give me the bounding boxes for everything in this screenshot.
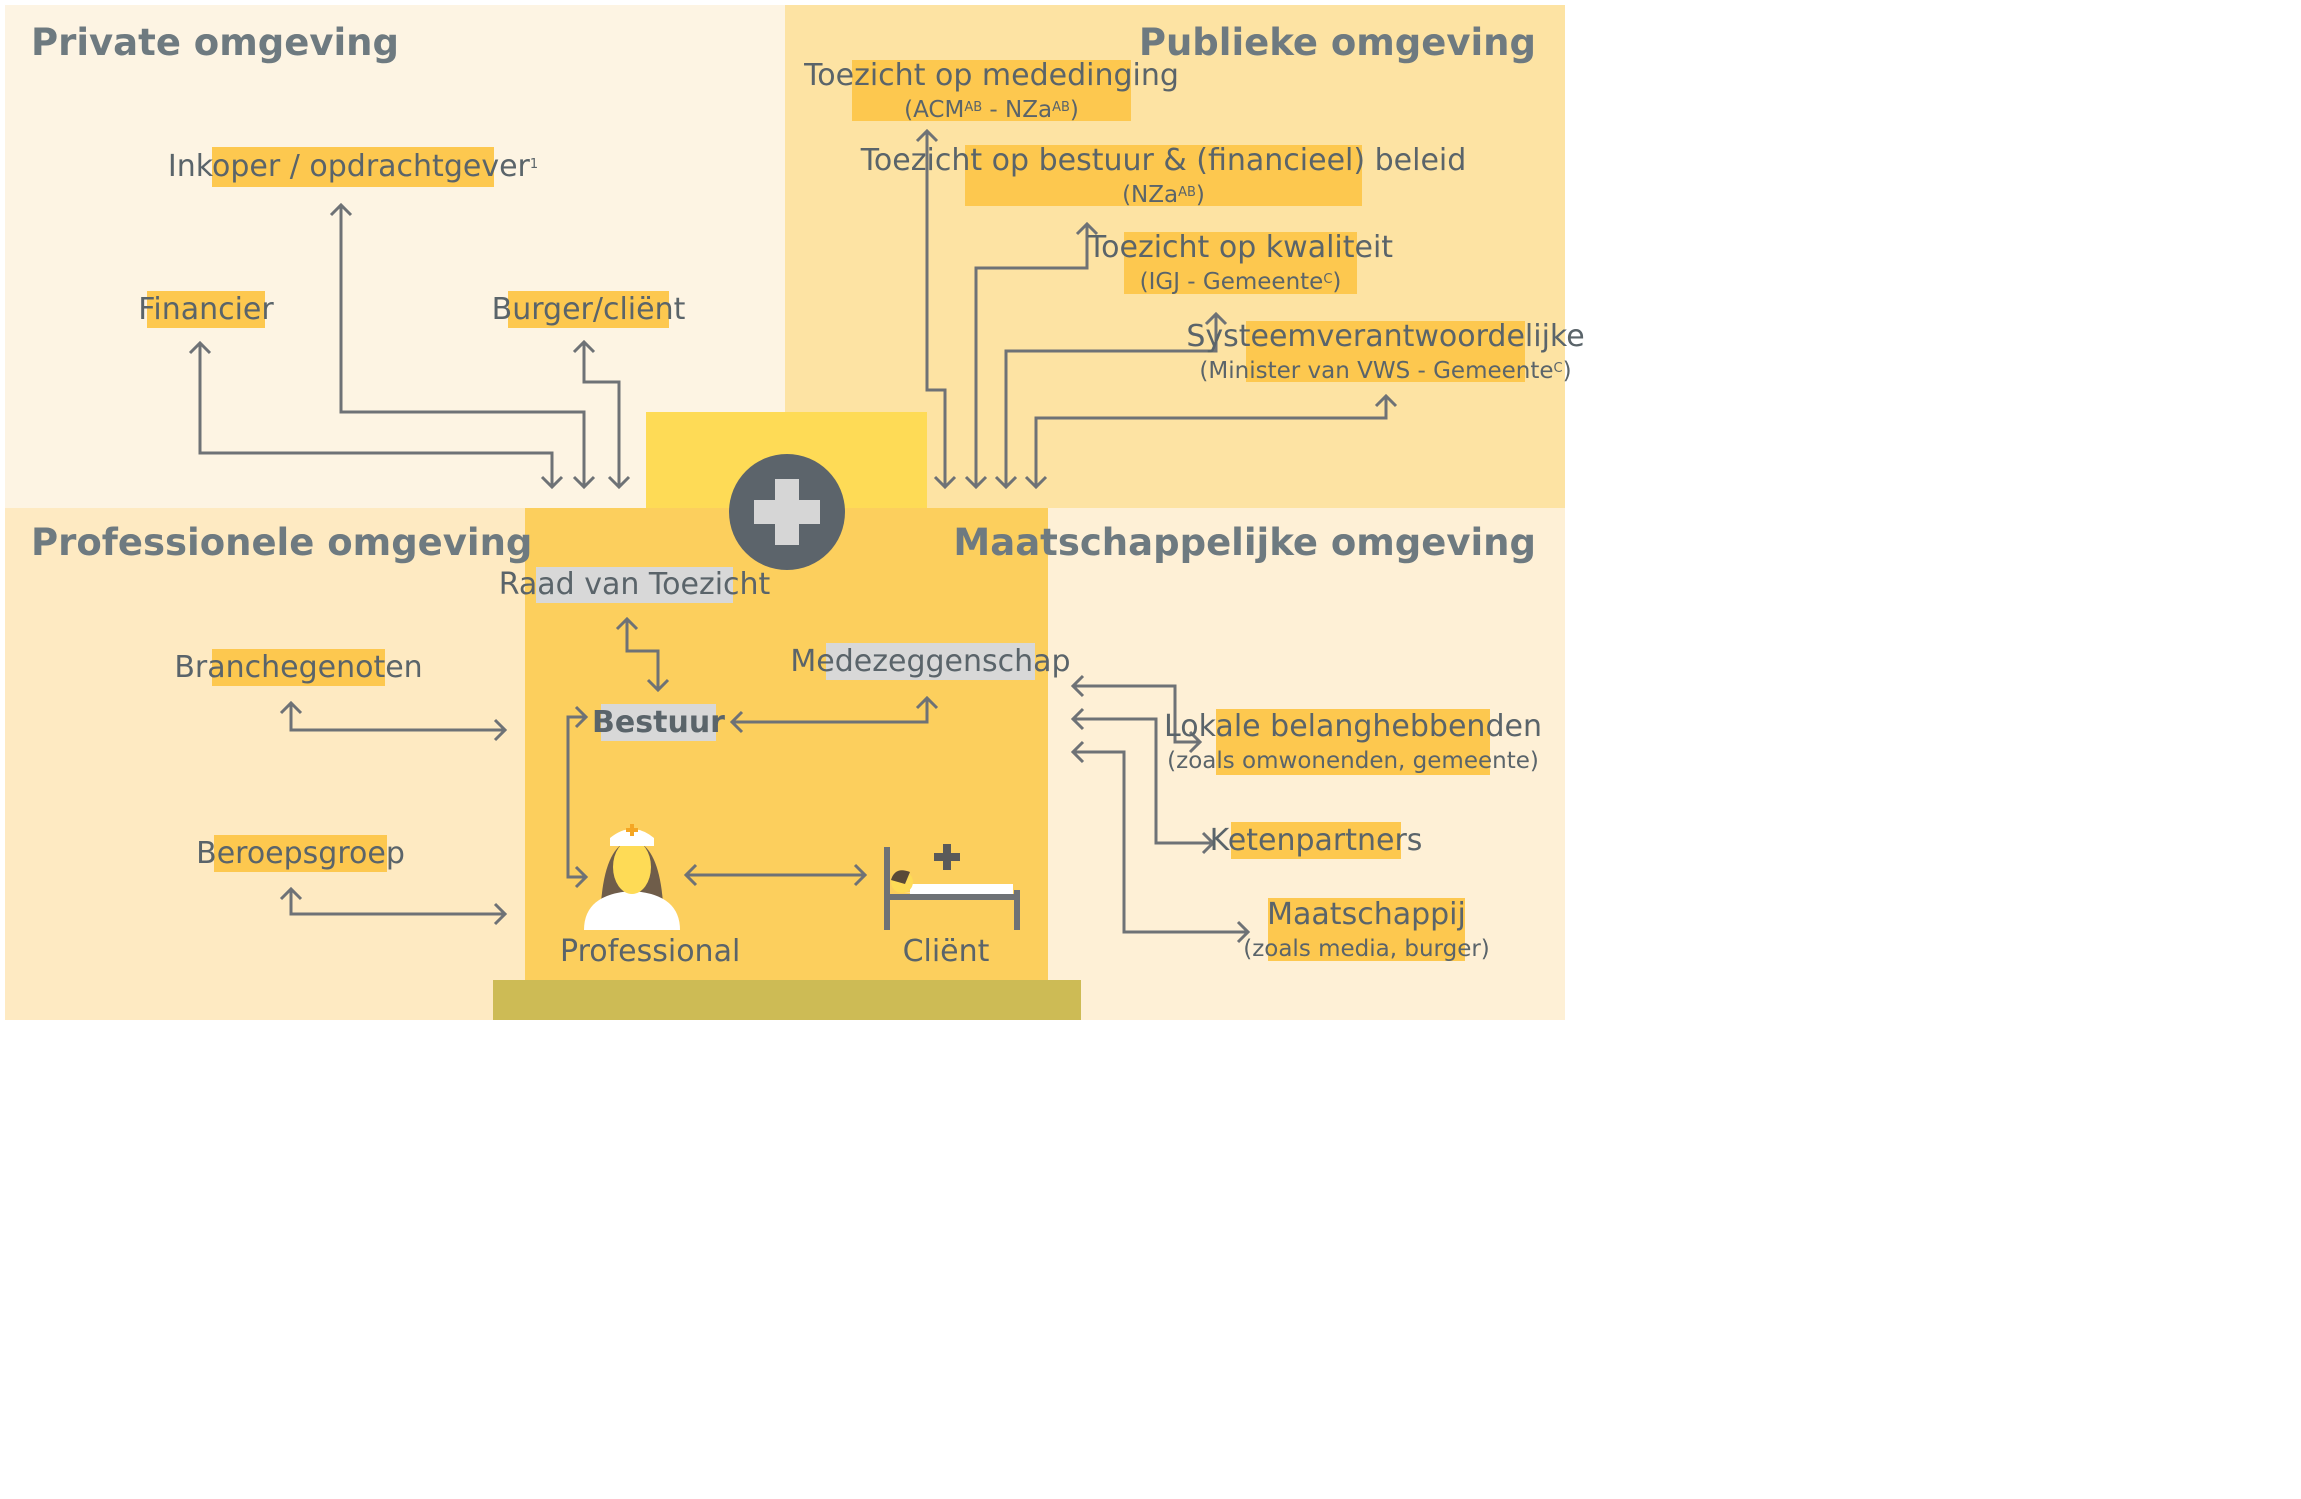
quadrant-title-private: Private omgeving <box>31 21 399 64</box>
box-beroepsgroep: Beroepsgroep <box>196 835 405 872</box>
arrow-bestuur-professional <box>566 715 586 879</box>
arrow-raad-bestuur <box>625 619 660 690</box>
sub-igj: (IGJ - Gemeente <box>1139 269 1324 295</box>
sub-close: ) <box>1195 181 1205 208</box>
box-medezeggenschap-label: Medezeggenschap <box>790 643 1071 679</box>
box-maatschappij-sub: (zoals media, burger) <box>1243 935 1490 962</box>
box-mededinging-label: Toezicht op mededinging <box>804 57 1179 93</box>
client-label: Cliënt <box>902 934 990 969</box>
arrow-systeem <box>1034 396 1388 487</box>
box-beroepsgroep-label: Beroepsgroep <box>196 835 405 871</box>
sup-acm: AB <box>964 99 983 115</box>
patient-bed-icon <box>884 844 1020 930</box>
box-inkoper: Inkoper / opdrachtgever1 <box>168 147 538 187</box>
box-bestuur: Bestuur <box>592 704 725 741</box>
box-financier: Financier <box>138 291 274 328</box>
box-toezicht-bestuur: Toezicht op bestuur & (financieel) belei… <box>861 143 1467 208</box>
arrow-beroepsgroep <box>289 889 505 916</box>
box-keten-label: Ketenpartners <box>1209 822 1423 858</box>
arrow-financier <box>198 343 554 487</box>
box-ketenpartners: Ketenpartners <box>1210 822 1422 859</box>
box-burger: Burger/cliënt <box>492 291 685 328</box>
sub-nza: (NZa <box>1122 181 1179 208</box>
organisation-base <box>493 980 1081 1020</box>
sup-nza: AB <box>1178 184 1196 200</box>
box-lokale-label: Lokale belanghebbenden <box>1164 709 1542 744</box>
box-toezicht-mededinging: Toezicht op mededinging (ACMAB - NZaAB) <box>804 58 1179 123</box>
box-kwaliteit-label: Toezicht op kwaliteit <box>1087 230 1394 265</box>
quadrant-title-public: Publieke omgeving <box>1138 21 1536 64</box>
arrow-lokale <box>1073 684 1200 744</box>
arrow-kwaliteit <box>1004 314 1218 487</box>
sub-nza: - NZa <box>982 96 1053 123</box>
arrow-keten <box>1073 717 1213 845</box>
nurse-icon <box>584 824 680 930</box>
box-lokale-sub: (zoals omwonenden, gemeente) <box>1167 748 1539 774</box>
box-branchegenoten-label: Branchegenoten <box>174 649 423 685</box>
box-raad-label: Raad van Toezicht <box>498 567 771 602</box>
sub-minister: (Minister van VWS - Gemeente <box>1199 357 1554 384</box>
health-cross-icon <box>729 454 845 570</box>
box-toezicht-bestuur-label: Toezicht op bestuur & (financieel) belei… <box>860 142 1467 178</box>
box-systeem-label: Systeemverantwoordelijke <box>1186 318 1585 354</box>
arrow-mededinging <box>925 131 947 487</box>
quadrant-title-societal: Maatschappelijke omgeving <box>953 521 1536 564</box>
box-toezicht-kwaliteit: Toezicht op kwaliteit (IGJ - GemeenteC) <box>1088 230 1393 295</box>
box-bestuur-label: Bestuur <box>592 704 725 740</box>
box-maatschappij-label: Maatschappij <box>1267 896 1466 932</box>
arrow-toezicht-bestuur <box>974 224 1089 487</box>
sub-close: ) <box>1562 357 1572 384</box>
box-branchegenoten: Branchegenoten <box>174 649 423 686</box>
sub-acm: (ACM <box>904 96 965 123</box>
box-burger-label: Burger/cliënt <box>491 291 686 327</box>
footnote-marker: 1 <box>529 157 539 172</box>
arrow-bestuur-medezeggenschap <box>732 698 929 724</box>
arrow-burger <box>582 342 621 487</box>
sub-close: ) <box>1332 269 1342 295</box>
quadrant-title-professional: Professionele omgeving <box>31 521 533 564</box>
box-lokale-belanghebbenden: Lokale belanghebbenden (zoals omwonenden… <box>1164 709 1542 775</box>
arrow-branchegenoten <box>289 703 505 732</box>
box-financier-label: Financier <box>138 291 274 327</box>
box-medezeggenschap: Medezeggenschap <box>790 643 1071 680</box>
arrow-inkoper <box>339 205 586 487</box>
sup-nza: AB <box>1052 99 1070 115</box>
sup-gemeente: C <box>1553 360 1563 376</box>
box-systeemverantwoordelijke: Systeemverantwoordelijke (Minister van V… <box>1186 319 1584 384</box>
box-maatschappij: Maatschappij (zoals media, burger) <box>1243 896 1490 962</box>
arrow-maatschappij <box>1073 750 1248 934</box>
box-inkoper-label: Inkoper / opdrachtgever <box>167 149 530 184</box>
sub-close: ) <box>1069 96 1079 123</box>
sup-gemeente: C <box>1323 272 1333 287</box>
professional-label: Professional <box>560 934 741 969</box>
box-raad-van-toezicht: Raad van Toezicht <box>499 567 770 603</box>
